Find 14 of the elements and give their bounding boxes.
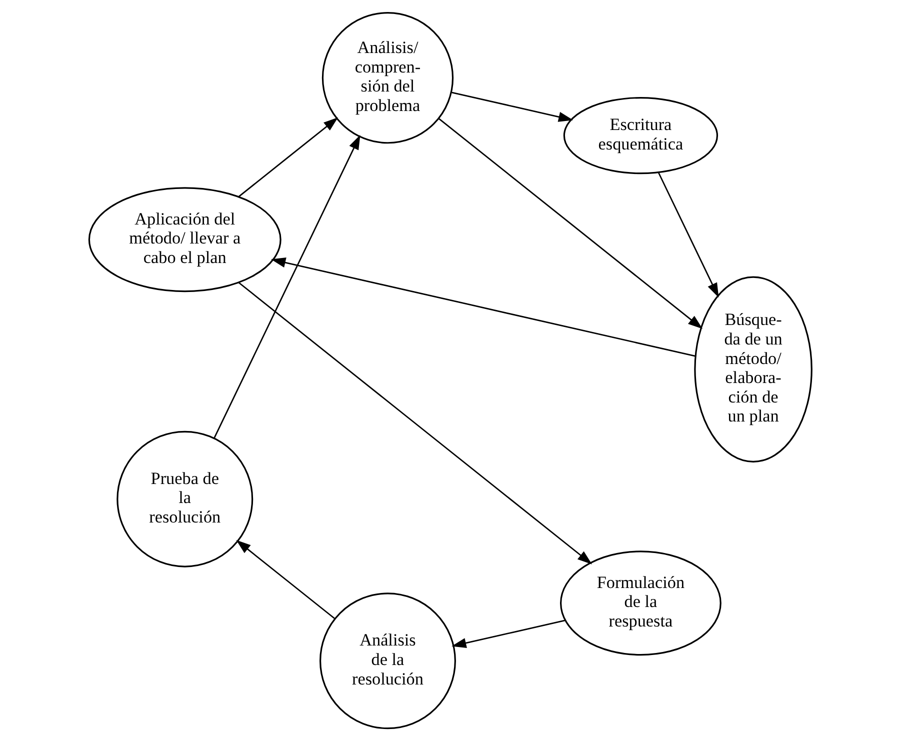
arrow — [438, 118, 703, 329]
arrow — [270, 258, 696, 357]
node-ellipse: Búsque- da de un método/ elabora- ción de un plan — [694, 276, 812, 462]
node-circle: Análisis de la resolución — [319, 592, 456, 730]
arrow — [452, 620, 566, 648]
arrow — [658, 172, 719, 298]
arrow — [238, 282, 592, 564]
arrow — [236, 540, 335, 619]
node-ellipse: Aplicación del método/ llevar a cabo el plan — [88, 187, 282, 292]
node-circle: Prueba de la resolución — [116, 430, 254, 568]
arrow — [214, 134, 360, 438]
arrow — [451, 92, 574, 122]
node-ellipse: Escritura esquemática — [563, 97, 718, 174]
arrow — [238, 117, 338, 198]
